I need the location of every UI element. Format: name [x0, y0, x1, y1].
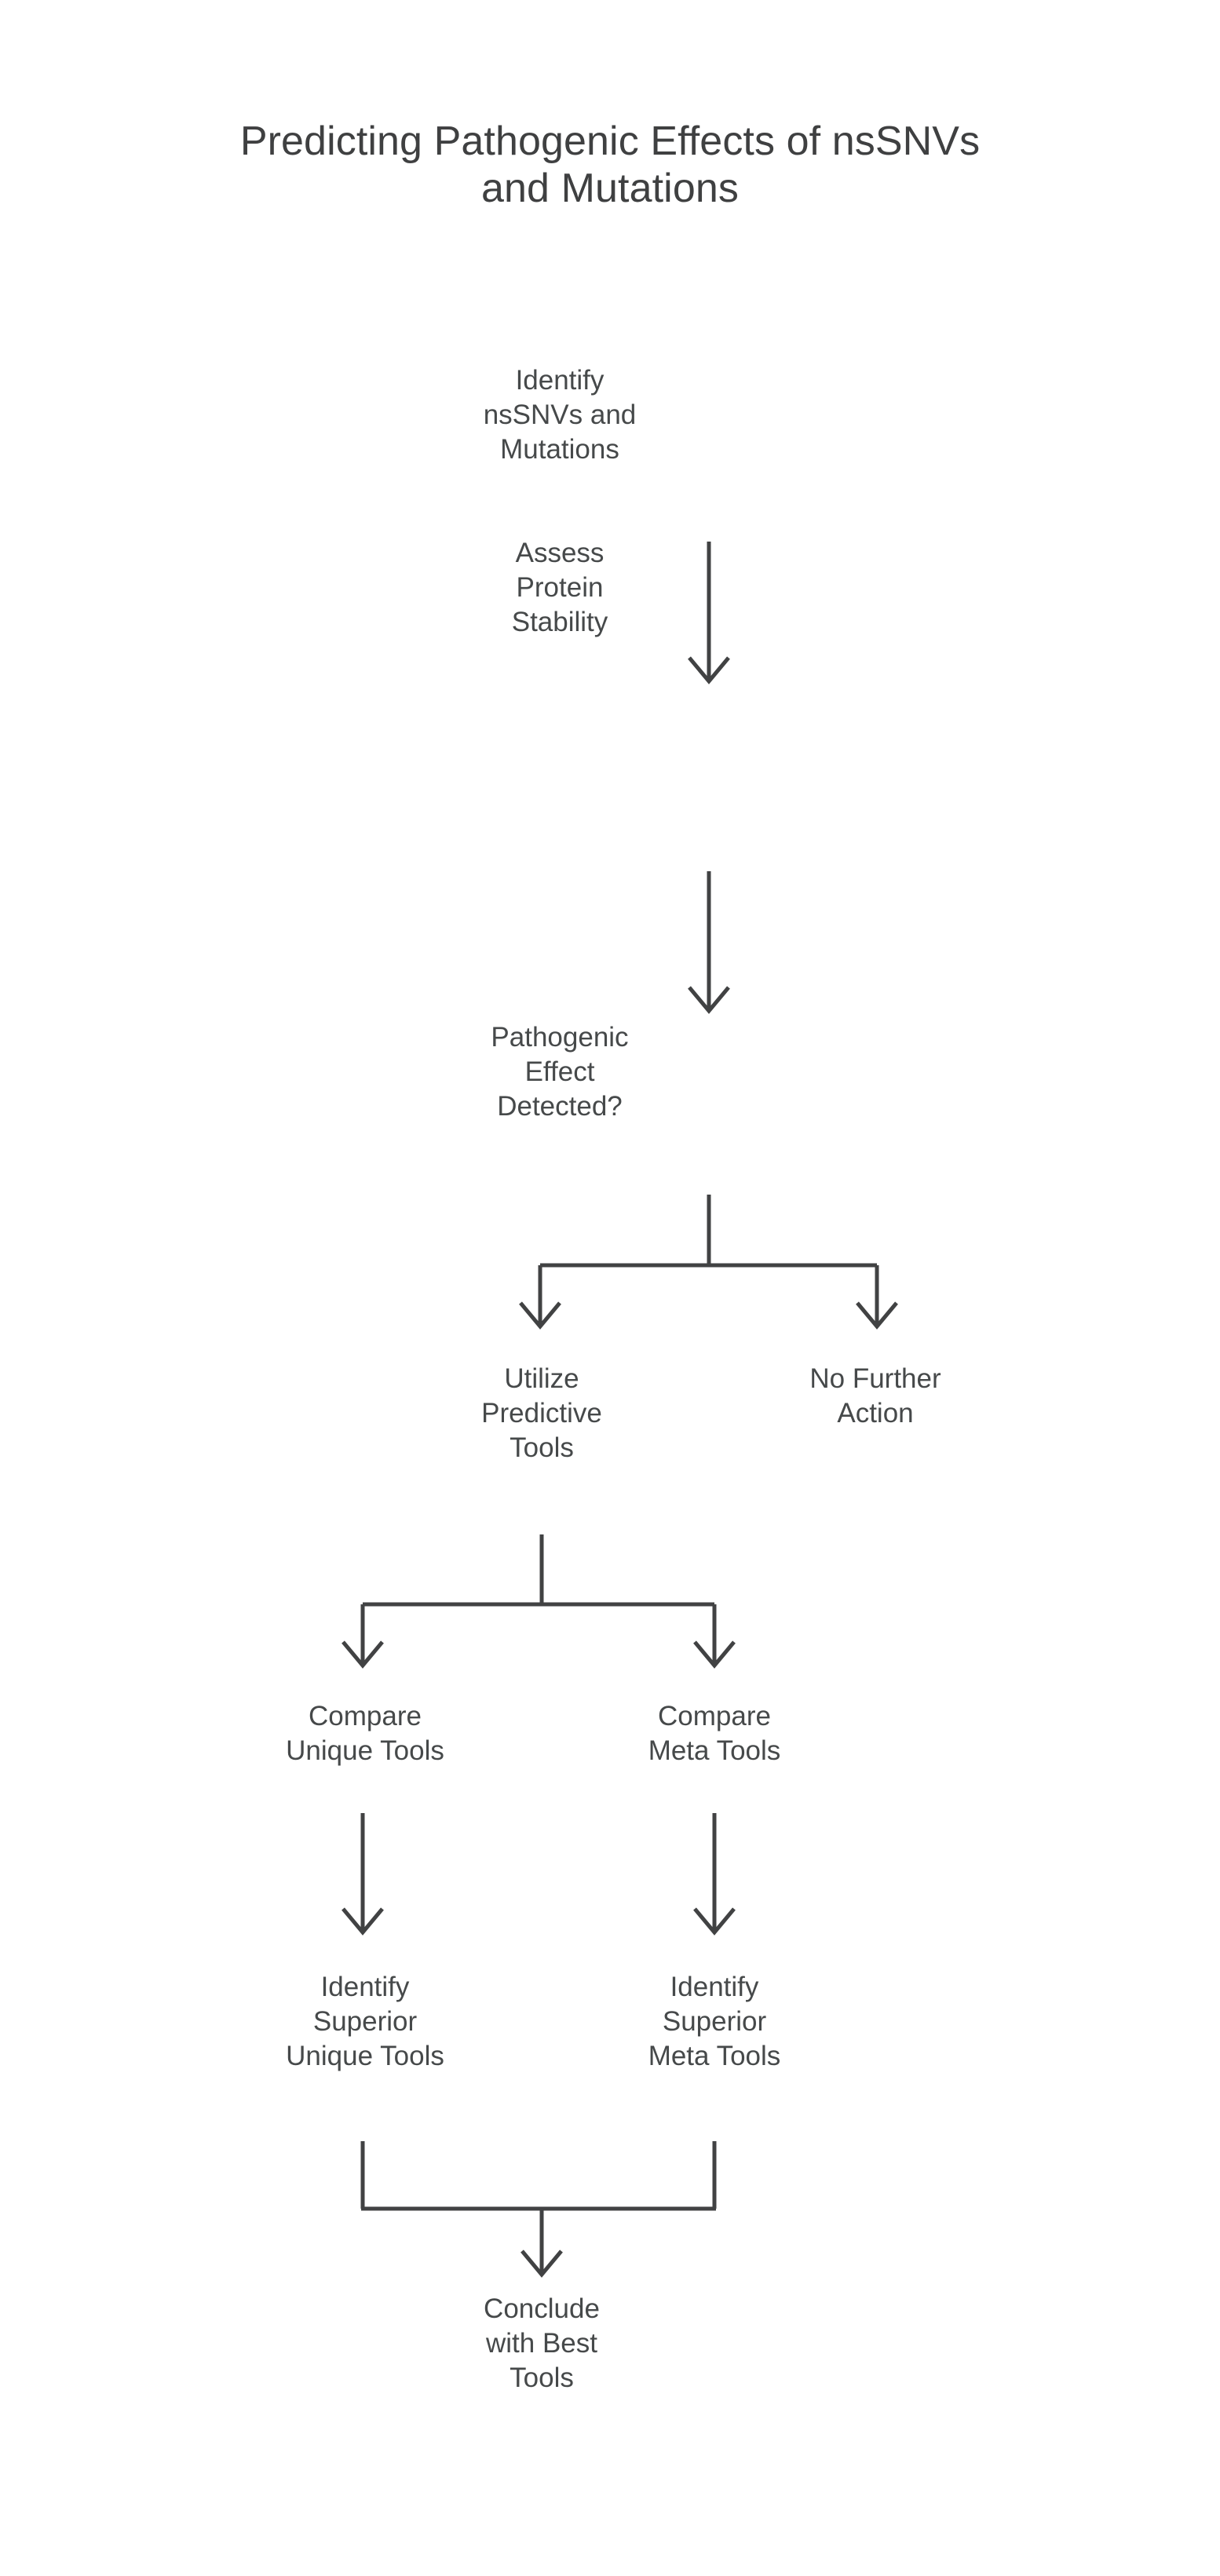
page-title: Predicting Pathogenic Effects of nsSNVs … [239, 119, 981, 212]
node-identify-nssnvs[interactable]: Identify nsSNVs and Mutations [483, 365, 637, 465]
node-utilize-predictive-tools[interactable]: Utilize Predictive Tools [481, 1363, 602, 1464]
node-compare-meta-tools[interactable]: Compare Meta Tools [648, 1701, 781, 1767]
node-compare-unique-tools[interactable]: Compare Unique Tools [286, 1701, 444, 1767]
node-identify-superior-meta-tools[interactable]: Identify Superior Meta Tools [648, 1972, 781, 2072]
edge-utilize-split [342, 1534, 736, 1669]
edge-compare-unique-to-superior-unique [342, 1813, 384, 1936]
node-conclude-with-best-tools[interactable]: Conclude with Best Tools [484, 2293, 600, 2394]
edge-compare-meta-to-superior-meta [693, 1813, 736, 1936]
node-pathogenic-effect-detected[interactable]: Pathogenic Effect Detected? [491, 1022, 629, 1122]
edge-decision-split [519, 1195, 898, 1330]
edge-assess-to-decision [688, 871, 730, 1014]
node-no-further-action[interactable]: No Further Action [809, 1363, 941, 1429]
node-assess-protein-stability[interactable]: Assess Protein Stability [511, 538, 608, 638]
edge-merge-to-conclude [360, 2141, 717, 2278]
node-identify-superior-unique-tools[interactable]: Identify Superior Unique Tools [286, 1972, 444, 2072]
edge-identify-to-assess [688, 542, 730, 684]
